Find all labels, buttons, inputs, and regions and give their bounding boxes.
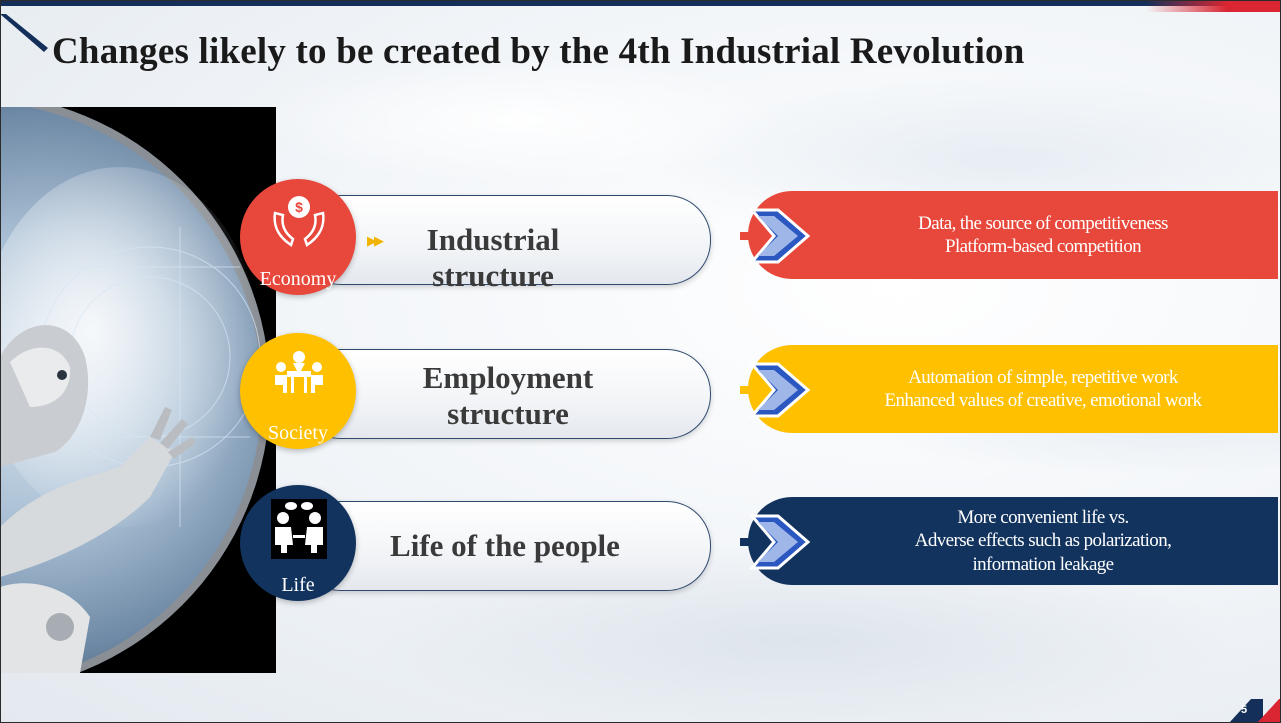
- chevron-icon: [748, 362, 811, 418]
- heading-pill: ▶▶ Industrial structure: [297, 195, 711, 293]
- corner-slash-decoration: [0, 14, 48, 52]
- slide-title: Changes likely to be created by the 4th …: [52, 31, 1025, 72]
- category-circle: Society: [240, 333, 356, 449]
- row-economy: ▶▶ Industrial structure $ Economy Data, …: [240, 179, 1281, 295]
- meeting-people-icon: [275, 351, 323, 393]
- row-life: ▶▶ Life of the people Life: [240, 485, 1281, 601]
- category-label: Economy: [259, 268, 337, 290]
- chevron-icon: [748, 208, 811, 264]
- result-text: More convenient life vs. Adverse effects…: [808, 497, 1278, 585]
- category-circle: Life: [240, 485, 356, 601]
- result-box: Automation of simple, repetitive work En…: [748, 345, 1278, 433]
- result-line: Automation of simple, repetitive work: [908, 366, 1178, 388]
- result-box: Data, the source of competitiveness Plat…: [748, 191, 1278, 279]
- result-line: Data, the source of competitiveness: [918, 212, 1168, 234]
- robot-image: [0, 107, 276, 673]
- mini-arrow-icon: ▶▶: [367, 233, 384, 248]
- category-label: Society: [268, 422, 328, 444]
- top-bar-accent: [1146, 0, 1281, 12]
- top-bar: [0, 0, 1281, 6]
- heading-line: Employment: [422, 360, 594, 395]
- conversation-icon: [271, 499, 327, 559]
- heading-text: Industrial structure: [426, 222, 560, 293]
- category-circle: $ Economy: [240, 179, 356, 295]
- heading-pill: Employment structure: [297, 349, 711, 439]
- category-label: Life: [281, 574, 315, 596]
- result-box: More convenient life vs. Adverse effects…: [748, 497, 1278, 585]
- result-line: information leakage: [972, 553, 1114, 575]
- heading-text: Life of the people: [390, 528, 620, 563]
- result-line: More convenient life vs.: [957, 507, 1129, 529]
- result-text: Data, the source of competitiveness Plat…: [808, 191, 1278, 279]
- heading-pill: ▶▶ Life of the people: [297, 501, 711, 591]
- page-number-badge: 5: [1211, 697, 1281, 723]
- robot-illustration: [0, 167, 261, 673]
- heading-text: Employment structure: [388, 360, 628, 431]
- result-line: Platform-based competition: [945, 236, 1142, 257]
- page-number: 5: [1241, 704, 1248, 716]
- heading-line: structure: [447, 395, 569, 431]
- result-text: Automation of simple, repetitive work En…: [808, 345, 1278, 433]
- chevron-icon: [748, 514, 811, 570]
- money-hands-icon: $: [273, 196, 325, 247]
- result-line: Enhanced values of creative, emotional w…: [884, 390, 1202, 411]
- result-line: Adverse effects such as polarization,: [914, 530, 1172, 552]
- row-society: Employment structure Society: [240, 333, 1281, 449]
- svg-text:$: $: [295, 199, 303, 215]
